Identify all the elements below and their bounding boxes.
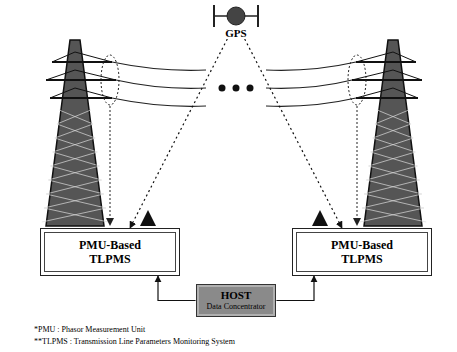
footnote: **TLPMS : Transmission Line Parameters M… [34, 337, 235, 347]
connector [158, 276, 196, 301]
gps-satellite [214, 5, 258, 27]
process-box: PMU-Based TLPMS [40, 228, 180, 276]
measurement-point [101, 55, 366, 218]
node-text: GPS [223, 27, 248, 39]
connector [130, 39, 227, 228]
antenna-symbol [140, 210, 328, 226]
continuation-dots [219, 85, 254, 92]
connector [276, 276, 314, 301]
node-text: PMU-Based TLPMS [323, 238, 401, 266]
process-box: PMU-Based TLPMS [292, 228, 432, 276]
connector [245, 39, 342, 228]
node-text: Data Concentrator [207, 302, 266, 312]
transmission-tower [352, 40, 422, 226]
node-text: PMU-Based TLPMS [71, 238, 149, 266]
transmission-tower [46, 40, 116, 226]
footnote: *PMU : Phasor Measurement Unit [34, 325, 145, 335]
gps-label-node: GPS [223, 27, 248, 39]
transmission-wires [112, 62, 356, 106]
tower-lattice [42, 110, 426, 222]
host-box: HOSTData Concentrator [196, 284, 277, 317]
node-text: HOST [207, 289, 266, 302]
